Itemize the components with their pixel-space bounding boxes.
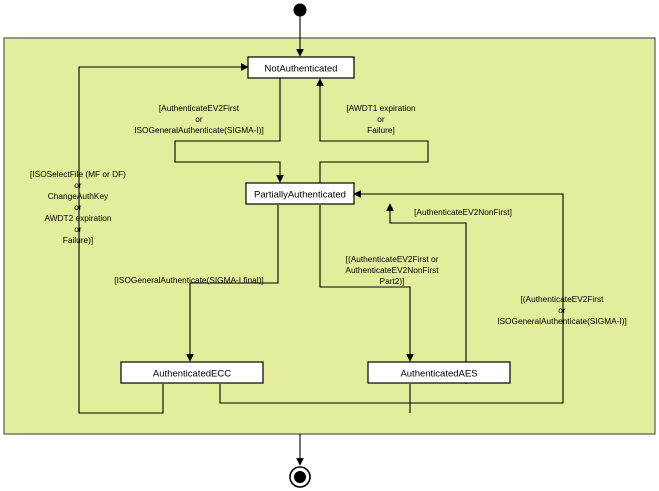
initial-state-node [293, 3, 307, 17]
guard-partial-to-ecc: [ISOGeneralAuthenticate(SIGMA-I final)] [114, 275, 263, 285]
composite-state-region [3, 37, 656, 435]
guard-reset-to-not-line4: or [74, 202, 82, 212]
guard-partial-to-not-line1: [AWDT1 expiration [346, 103, 416, 113]
guard-reset-to-not-line5: AWDT2 expiration [44, 213, 111, 223]
guard-aes-to-partial: [AuthenticateEV2NonFirst] [414, 207, 512, 217]
guard-reset-to-not-line7: Failure)] [63, 235, 93, 245]
guard-aes-to-partial-line1: [AuthenticateEV2NonFirst] [414, 207, 512, 217]
state-authenticated-aes: AuthenticatedAES [367, 361, 511, 384]
guard-reset-to-not-line1: [ISOSelectFile (MF or DF) [30, 169, 126, 179]
guard-reset-to-not: [ISOSelectFile (MF or DF) or ChangeAuthK… [30, 169, 126, 245]
guard-not-to-partial-line1: [AuthenticateEV2First [159, 103, 240, 113]
state-partially-authenticated: PartiallyAuthenticated [245, 182, 355, 205]
state-authenticated-ecc: AuthenticatedECC [120, 361, 264, 384]
state-authenticated-ecc-label: AuthenticatedECC [153, 369, 231, 380]
edge-ecc-to-partial [219, 190, 564, 404]
guard-partial-to-aes-line2: AuthenticateEV2NonFirst [345, 265, 439, 275]
guard-reset-to-not-line2: or [74, 180, 82, 190]
edge-aes-to-partial [386, 203, 467, 384]
guard-partial-to-not-line3: Failure] [367, 125, 395, 135]
guard-partial-to-aes-line3: Part2)] [380, 276, 405, 286]
guard-not-to-partial-line2: or [195, 114, 203, 124]
edge-reset-to-not [78, 63, 249, 414]
guard-ecc-to-partial-line3: ISOGeneralAuthenticate(SIGMA-I)] [497, 316, 627, 326]
edge-not-to-partial [174, 78, 284, 183]
guard-partial-to-not-line2: or [377, 114, 385, 124]
guard-not-to-partial: [AuthenticateEV2First or ISOGeneralAuthe… [134, 103, 264, 135]
guard-ecc-to-partial-line1: [(AuthenticateEV2First [520, 294, 604, 304]
guard-reset-to-not-line3: ChangeAuthKey [48, 191, 109, 201]
state-partially-authenticated-label: PartiallyAuthenticated [254, 190, 346, 201]
guard-partial-to-not: [AWDT1 expiration or Failure] [346, 103, 416, 135]
guard-reset-to-not-line6: or [74, 224, 82, 234]
edge-partial-to-ecc [186, 205, 279, 362]
guard-partial-to-ecc-line1: [ISOGeneralAuthenticate(SIGMA-I final)] [114, 275, 263, 285]
guard-partial-to-aes-line1: [(AuthenticateEV2First or [346, 254, 439, 264]
final-state-inner [294, 471, 306, 483]
guard-ecc-to-partial-line2: or [558, 305, 566, 315]
state-not-authenticated-label: NotAuthenticated [265, 64, 338, 75]
edge-partial-to-not [316, 78, 429, 183]
state-authenticated-aes-label: AuthenticatedAES [400, 369, 477, 380]
guard-not-to-partial-line3: ISOGeneralAuthenticate(SIGMA-I)] [134, 125, 264, 135]
guard-ecc-to-partial: [(AuthenticateEV2First or ISOGeneralAuth… [497, 294, 627, 326]
guard-partial-to-aes: [(AuthenticateEV2First or AuthenticateEV… [345, 254, 439, 286]
edge-partial-to-aes [319, 205, 414, 362]
state-not-authenticated: NotAuthenticated [247, 56, 355, 79]
